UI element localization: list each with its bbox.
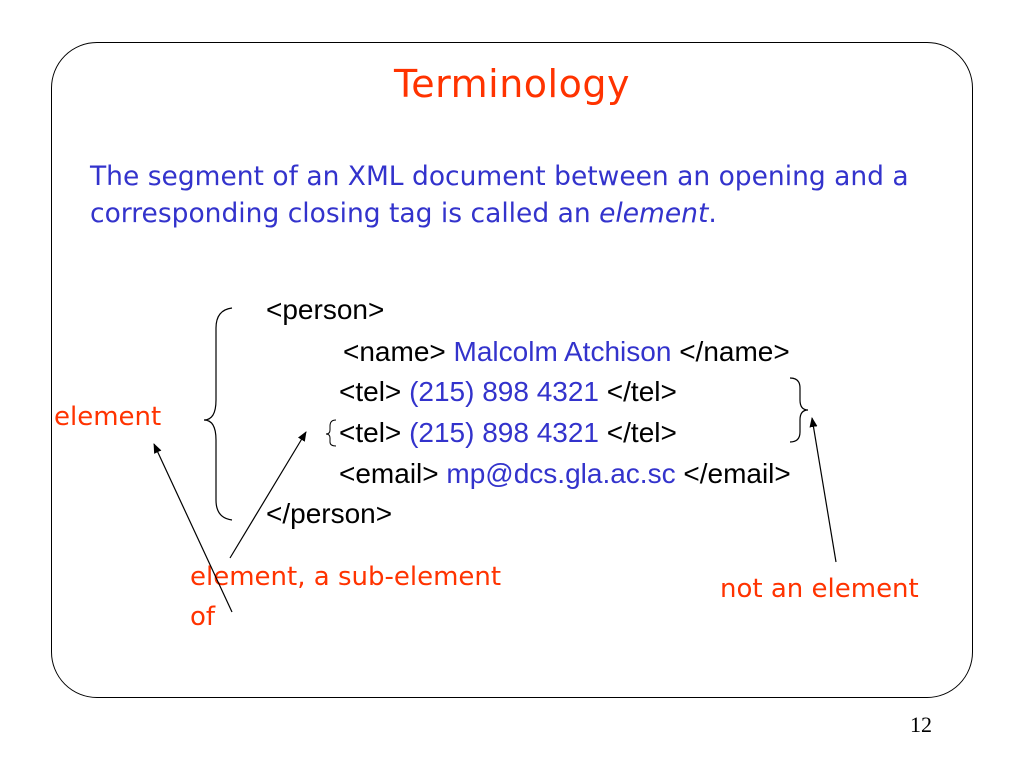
arrow-not-element [809,417,837,563]
xml-tel1-close: </tel> [606,376,677,407]
xml-name-value: Malcolm Atchison [453,336,672,367]
tel-right-brace [789,377,809,443]
definition-emphasis: element [599,198,709,229]
page-number: 12 [910,712,932,737]
element-label: element [54,402,162,432]
xml-email-close: </email> [683,458,791,489]
arrow-element [153,443,233,613]
xml-email-line: <email> mp@dcs.gla.ac.sc </email> [339,460,791,488]
arrow-sub-element [229,431,307,559]
definition-text: The segment of an XML document between a… [90,161,909,229]
xml-email-value: mp@dcs.gla.ac.sc [446,458,676,489]
person-brace [203,307,233,521]
xml-tel1-open: <tel> [339,376,402,407]
xml-name-line: <name> Malcolm Atchison </name> [343,338,790,366]
xml-tel1-value: (215) 898 4321 [409,376,599,407]
slide-frame [51,42,973,698]
tel-small-brace [325,419,337,447]
sub-element-label-line2: of [190,602,216,632]
slide-title: Terminology [394,62,630,106]
xml-tel2-open: <tel> [339,417,402,448]
xml-person-close: </person> [266,498,393,529]
xml-email-open: <email> [339,458,439,489]
xml-tel2-close: </tel> [606,417,677,448]
xml-name-close: </name> [679,336,790,367]
xml-person-open: <person> [266,294,385,325]
xml-name-open: <name> [343,336,446,367]
not-element-label: not an element [720,574,919,604]
definition-paragraph: The segment of an XML document between a… [90,158,970,232]
sub-element-label-line1: element, a sub-element [190,562,502,592]
xml-tel-line-2: <tel> (215) 898 4321 </tel> [339,419,677,447]
xml-tel-line-1: <tel> (215) 898 4321 </tel> [339,378,677,406]
xml-tel2-value: (215) 898 4321 [409,417,599,448]
definition-period: . [708,198,717,229]
